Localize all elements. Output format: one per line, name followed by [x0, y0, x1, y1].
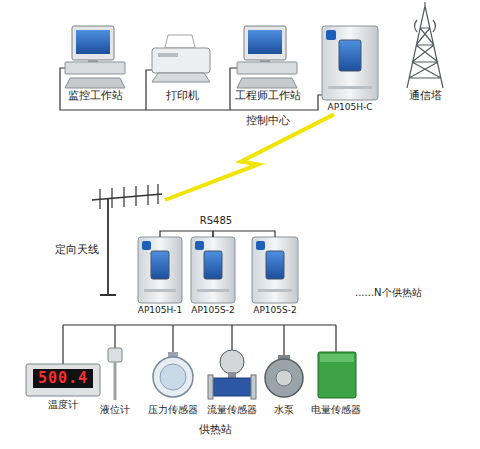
station-box: AP105H-1 [136, 237, 185, 315]
station-strip [258, 289, 292, 292]
controller-display [339, 40, 361, 71]
node-label: 定向天线 [55, 244, 99, 257]
display-frame [26, 364, 100, 396]
flow-sensor: 流量传感器 [205, 346, 259, 416]
printer: 打印机 [150, 26, 214, 103]
monitor [244, 26, 286, 60]
pump: 水泵 [260, 346, 308, 416]
antenna-mast [100, 199, 116, 295]
flow-neck [228, 372, 236, 378]
node-label: 工程师工作站 [235, 90, 301, 103]
station-housing [138, 237, 182, 303]
station-housing [252, 237, 298, 303]
level-gauge-head [108, 348, 122, 362]
note-label: ......N个供热站 [355, 287, 422, 299]
pump-volute [265, 359, 303, 397]
pressure-gauge [153, 357, 193, 397]
logo [326, 30, 336, 40]
workstation: 监控工作站 [62, 26, 128, 103]
station-display [151, 251, 169, 279]
station-display [266, 251, 284, 279]
node-label: AP105S-2 [191, 305, 234, 315]
station-strip [197, 289, 229, 292]
logo [142, 241, 151, 250]
group-label: 控制中心 [246, 115, 290, 128]
antenna-boom [92, 194, 162, 200]
station-display [204, 251, 222, 279]
printer-panel [158, 53, 178, 57]
pump-hub [276, 370, 292, 386]
station-box: AP105S-2 [189, 237, 237, 315]
keyboard [237, 78, 297, 88]
station-housing [191, 237, 235, 303]
workstation: 工程师工作站 [233, 26, 303, 103]
controller-strip [328, 86, 372, 89]
rs485-wire [160, 231, 213, 237]
thermometer: 500.4 温度计 [26, 364, 100, 411]
power-sensor: 电量传感器 [309, 346, 363, 416]
flow-flange [251, 375, 256, 399]
controller-box: AP105H-C [322, 26, 378, 112]
controller-housing [322, 26, 378, 100]
monitor [72, 26, 114, 60]
pc-case [237, 62, 297, 74]
node-label: 电量传感器 [311, 404, 361, 416]
flow-head [220, 350, 244, 374]
station-box: AP105S-2 [251, 237, 299, 315]
level-gauge-rod [114, 362, 117, 400]
node-label: 打印机 [166, 90, 199, 103]
tower-dish [415, 20, 418, 32]
node-label: 监控工作站 [68, 90, 123, 103]
rs485-wire [213, 231, 275, 237]
antenna: 定向天线 [55, 182, 165, 257]
wireless-link [165, 114, 334, 200]
group-label: 供热站 [199, 424, 232, 437]
lan-wire [230, 68, 237, 110]
keyboard [65, 78, 125, 88]
communication-tower: 通信塔 [400, 4, 450, 103]
field-bus [63, 325, 336, 364]
node-label: AP105S-2 [253, 305, 296, 315]
flow-flange [208, 375, 213, 399]
node-label: 流量传感器 [207, 404, 257, 416]
tower-lattice [407, 2, 443, 88]
level-gauge: 液位计 [98, 346, 132, 416]
node-label: 温度计 [48, 399, 78, 411]
logo [195, 241, 204, 250]
printer-tray [152, 73, 210, 82]
logo [256, 241, 265, 250]
tower-dish [433, 20, 436, 32]
printer-body [152, 48, 210, 73]
node-label: AP105H-1 [138, 305, 183, 315]
display-digits: 500.4 [33, 369, 93, 388]
pressure-dial [160, 364, 186, 390]
station-strip [144, 289, 176, 292]
power-sensor-body [318, 352, 356, 398]
node-label: 压力传感器 [148, 404, 198, 416]
monitor-screen [76, 30, 110, 54]
pressure-sensor: 压力传感器 [146, 346, 200, 416]
bus-label: RS485 [200, 215, 232, 227]
printer-paper [165, 35, 195, 48]
node-label: AP105H-C [327, 102, 372, 112]
lan-wire [146, 70, 152, 110]
monitor-screen [248, 30, 282, 54]
node-label: 液位计 [100, 404, 130, 416]
flow-pipe [212, 378, 252, 396]
node-label: 水泵 [274, 404, 294, 416]
pc-case [65, 62, 125, 74]
node-label: 通信塔 [409, 90, 442, 103]
power-sensor-terminals [320, 354, 354, 362]
